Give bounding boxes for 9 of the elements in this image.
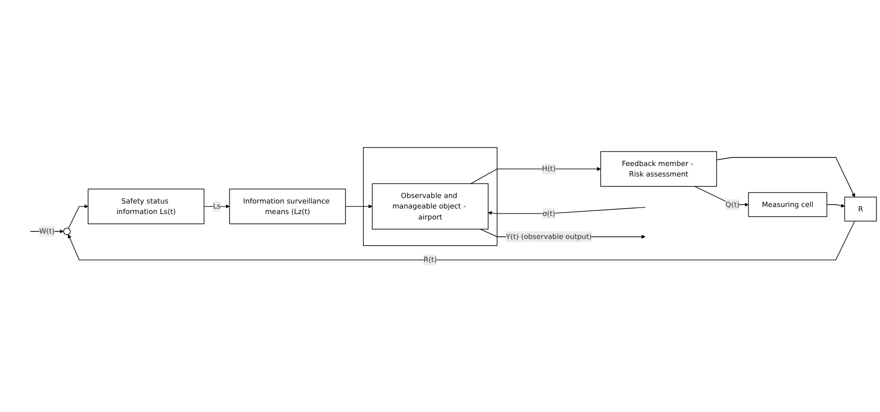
node-circle bbox=[63, 227, 71, 235]
arrow bbox=[488, 206, 646, 215]
arrow bbox=[68, 220, 856, 260]
arrow bbox=[68, 204, 88, 228]
arrow bbox=[345, 204, 372, 208]
arrow bbox=[470, 166, 601, 184]
arrow bbox=[826, 203, 845, 208]
cluster bbox=[363, 146, 498, 246]
arrow bbox=[716, 156, 856, 197]
